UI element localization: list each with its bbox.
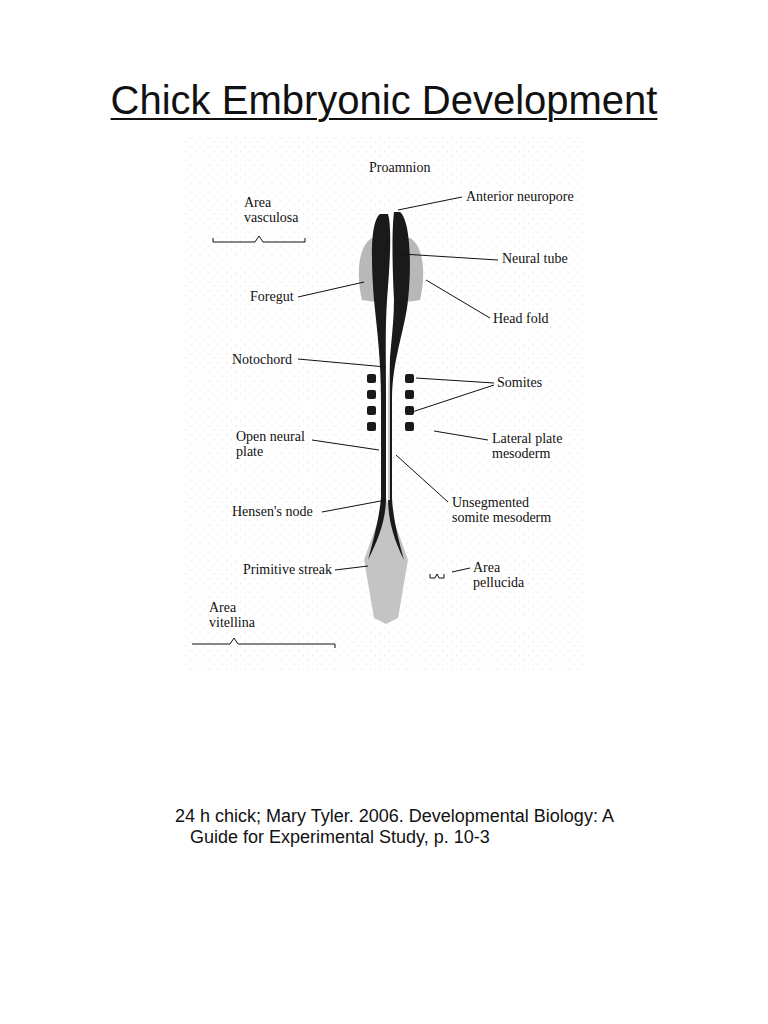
- part-label: Hensen's node: [232, 504, 313, 519]
- part-label: Foregut: [250, 289, 294, 304]
- part-label: Somites: [497, 375, 542, 390]
- part-label: Lateral plate mesoderm: [492, 431, 572, 461]
- part-label: Unsegmented somite mesoderm: [452, 495, 564, 525]
- part-label: Proamnion: [369, 160, 430, 175]
- stipple-ground: [185, 135, 585, 675]
- neural-fold-right: [388, 212, 410, 560]
- notochord: [388, 300, 390, 500]
- somites: [367, 374, 414, 431]
- part-label: Primitive streak: [243, 562, 332, 577]
- part-label: Area pellucida: [473, 560, 533, 590]
- part-label: Area vasculosa: [244, 195, 308, 225]
- part-label: Open neural plate: [236, 429, 314, 459]
- figure-caption: 24 h chick; Mary Tyler. 2006. Developmen…: [175, 806, 660, 848]
- part-label: Neural tube: [502, 251, 568, 266]
- part-label: Area vitellina: [209, 600, 271, 630]
- part-label: Anterior neuropore: [466, 189, 574, 204]
- primitive-streak: [364, 498, 408, 624]
- part-label: Head fold: [493, 311, 549, 326]
- page-title: Chick Embryonic Development: [0, 78, 768, 123]
- region-brackets: [192, 236, 444, 648]
- part-label: Notochord: [232, 352, 292, 367]
- neural-fold-left: [368, 214, 390, 560]
